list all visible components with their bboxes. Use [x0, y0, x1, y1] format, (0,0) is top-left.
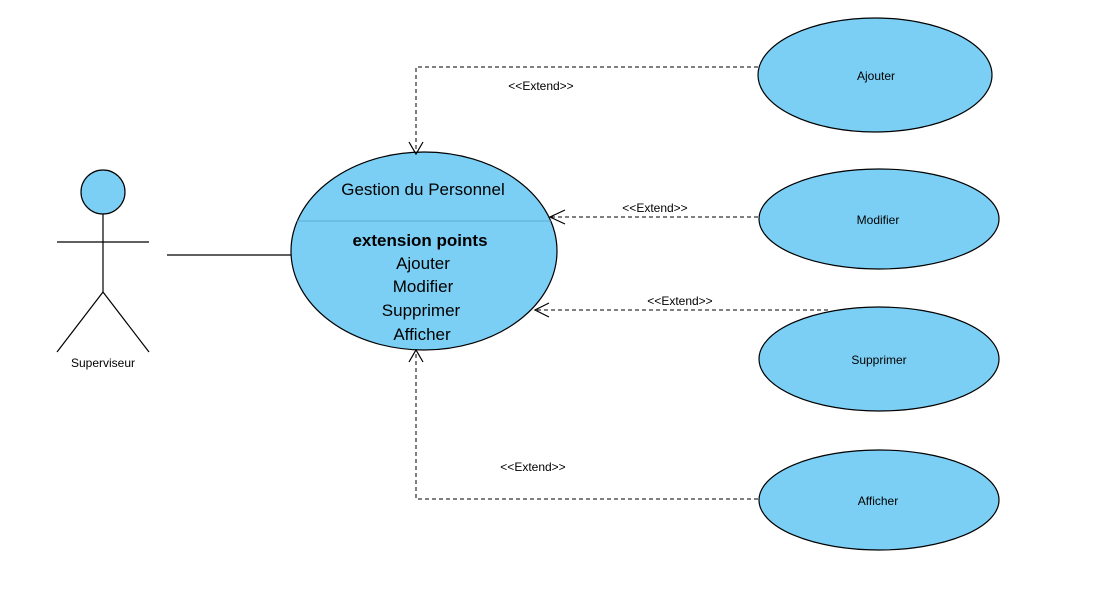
arrowhead-supprimer	[533, 302, 550, 318]
extend-modifier[interactable]: <<Extend>>	[548, 201, 758, 225]
stereotype-supprimer: <<Extend>>	[647, 294, 712, 308]
usecase-afficher-ellipse	[758, 449, 1000, 551]
usecase-afficher[interactable]: Afficher	[758, 449, 1000, 551]
stereotype-modifier: <<Extend>>	[622, 201, 687, 215]
extend-supprimer[interactable]: <<Extend>>	[533, 294, 828, 318]
extend-ajouter[interactable]: <<Extend>>	[408, 66, 758, 156]
extension-points-header: extension points	[352, 231, 487, 250]
usecase-ajouter-ellipse	[757, 17, 993, 133]
usecase-supprimer[interactable]: Supprimer	[758, 306, 1000, 412]
actor-right-leg	[102, 291, 150, 353]
usecase-supprimer-ellipse	[758, 306, 1000, 412]
usecase-gestion-du-personnel[interactable]: Gestion du Personnel extension points Aj…	[280, 151, 570, 351]
usecase-afficher-label: Afficher	[858, 494, 898, 508]
extension-point-afficher: Afficher	[393, 325, 451, 344]
usecase-ajouter-label: Ajouter	[857, 69, 895, 83]
actor-left-leg	[56, 291, 104, 353]
extension-point-modifier: Modifier	[393, 277, 454, 296]
stereotype-afficher: <<Extend>>	[500, 460, 565, 474]
usecase-modifier-ellipse	[758, 168, 1000, 270]
extension-point-ajouter: Ajouter	[396, 254, 450, 273]
actor-head	[80, 169, 126, 215]
usecase-modifier[interactable]: Modifier	[758, 168, 1000, 270]
extend-afficher[interactable]: <<Extend>>	[408, 348, 758, 500]
actor-name: Superviseur	[71, 356, 135, 370]
usecase-supprimer-label: Supprimer	[851, 353, 906, 367]
arrowhead-afficher	[408, 348, 424, 363]
actor-superviseur[interactable]: Superviseur	[56, 169, 150, 370]
arrowhead-ajouter	[408, 141, 424, 156]
extend-line-ajouter	[415, 66, 758, 154]
usecase-main-ellipse	[290, 151, 558, 351]
stereotype-ajouter: <<Extend>>	[508, 79, 573, 93]
usecase-main-title: Gestion du Personnel	[341, 180, 505, 199]
usecase-modifier-label: Modifier	[857, 213, 900, 227]
usecase-ajouter[interactable]: Ajouter	[757, 17, 993, 133]
extend-line-afficher	[415, 350, 758, 500]
arrowhead-modifier	[548, 209, 566, 225]
extension-point-supprimer: Supprimer	[382, 301, 461, 320]
